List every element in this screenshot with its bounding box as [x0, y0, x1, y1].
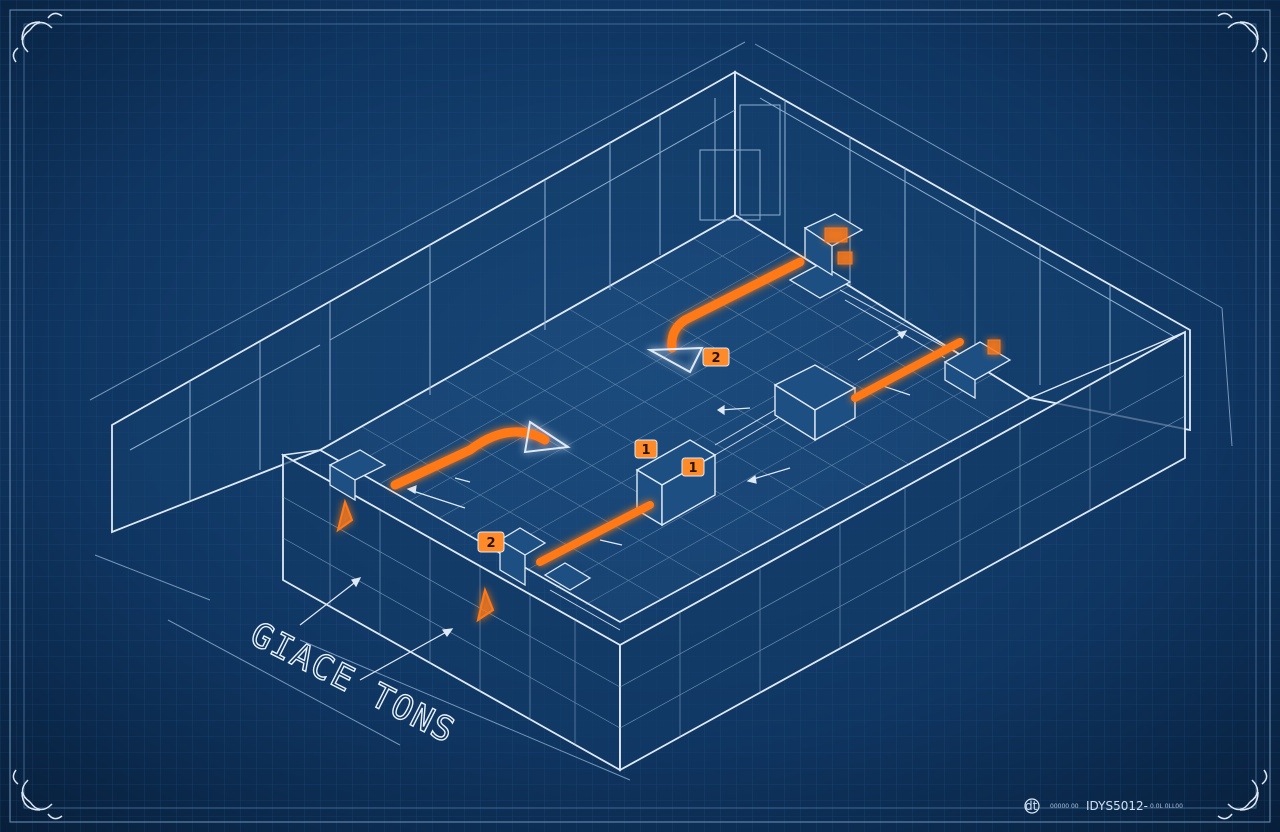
- flow-path-2: [536, 501, 654, 566]
- dimension-lines: [89, 41, 1233, 781]
- frame-outer: [9, 9, 1271, 823]
- callout-text-4: 2: [711, 351, 720, 366]
- flow-path-3: [646, 257, 805, 374]
- callout-badge-3: 1: [681, 457, 705, 477]
- wall-panels-front: [282, 374, 1186, 746]
- callout-badge-1: 1: [634, 439, 658, 459]
- footer-small-right: 0.0L 0LL00: [1150, 803, 1183, 810]
- callout-badge-2: 2: [477, 531, 505, 553]
- conveyors: [549, 289, 951, 631]
- sensor-marker-right: [987, 339, 1001, 355]
- sensor-marker-front: [476, 586, 495, 623]
- machine-left: [328, 449, 387, 502]
- callout-text-1: 1: [641, 443, 650, 458]
- machine-center-right: [773, 364, 857, 442]
- frame-inner: [23, 23, 1257, 809]
- sensor-marker-top: [824, 227, 853, 265]
- corner-ornament-bottom-left: [12, 769, 63, 820]
- corner-ornament-bottom-right: [1217, 769, 1268, 820]
- callout-text-2: 2: [486, 536, 495, 551]
- leader-arrows: [299, 577, 454, 681]
- callout-badge-4: 2: [702, 347, 730, 367]
- callout-text-3: 1: [688, 461, 697, 476]
- footer-logo: dt: [1025, 799, 1038, 813]
- corner-ornament-top-right: [1217, 12, 1268, 63]
- wall-back-left: [111, 70, 736, 534]
- wall-panels-back: [129, 97, 1181, 500]
- wall-top-front: [280, 331, 1186, 646]
- corner-ornament-top-left: [12, 12, 63, 63]
- footer-code: IDYS5012-: [1086, 799, 1148, 813]
- flow-arrows-small: [406, 330, 911, 546]
- flow-path-4: [851, 338, 964, 402]
- footer-small-left: 00000 00: [1050, 803, 1079, 810]
- sensor-marker-left: [336, 498, 354, 533]
- flow-path-1: [390, 420, 571, 490]
- footer: dt 00000 00 IDYS5012- 0.0L 0LL00: [1024, 798, 1183, 814]
- machine-front: [498, 527, 592, 591]
